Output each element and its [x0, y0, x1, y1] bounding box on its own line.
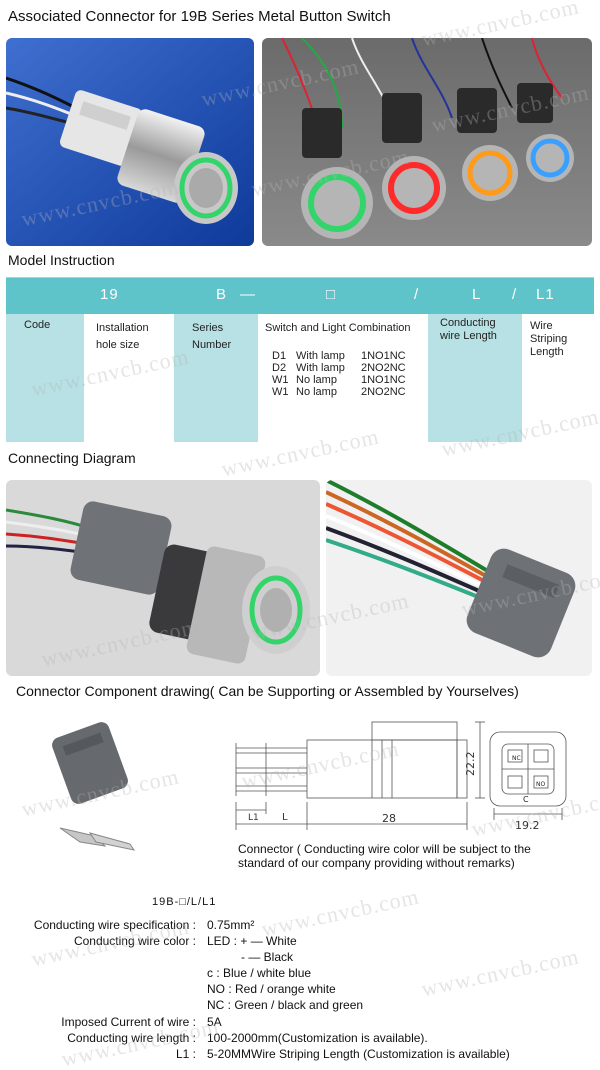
- model-part-slash1: /: [414, 286, 420, 303]
- model-part-b: B: [216, 286, 228, 303]
- nc-color: NC : Green / black and green: [207, 998, 364, 1012]
- opt-lamp-3: No lamp: [296, 386, 337, 398]
- c-color: c : Blue / white blue: [207, 966, 312, 980]
- current-label: Imposed Current of wire :: [61, 1015, 196, 1029]
- dim-222-label: 22.2: [464, 752, 477, 777]
- opt-contact-3: 2NO2NC: [361, 386, 406, 398]
- photo-four-lit-switches: [262, 38, 592, 246]
- photo-connector-assembly: [6, 480, 320, 676]
- color-label: Conducting wire color :: [73, 934, 196, 948]
- wire-striping-label: Wire Striping Length: [530, 320, 568, 358]
- watermark: www.cnvcb.com: [419, 943, 582, 1002]
- led-plus: LED : + — White: [207, 934, 297, 948]
- cell-code: Code: [6, 314, 84, 442]
- led-minus: - — Black: [241, 950, 294, 964]
- model-part-19: 19: [100, 286, 119, 303]
- conducting-label: Conducting wire Length: [440, 317, 497, 342]
- no-label: NO: [536, 781, 545, 788]
- page-title: Associated Connector for 19B Series Meta…: [8, 8, 391, 25]
- model-part-l1: L1: [536, 286, 555, 303]
- model-instruction-heading: Model Instruction: [8, 252, 115, 268]
- photo-connector-wires: [326, 480, 592, 676]
- opt-code-0: D1: [272, 350, 287, 362]
- connector-note: Connector ( Conducting wire color will b…: [238, 842, 531, 870]
- opt-lamp-0: With lamp: [296, 350, 345, 362]
- spec-value: 0.75mm²: [207, 918, 255, 932]
- model-part-box: □: [326, 286, 337, 303]
- cell-conducting: Conducting wire Length: [428, 314, 522, 442]
- opt-code-1: D2: [272, 362, 287, 374]
- cell-installation: Installation hole size: [84, 314, 174, 442]
- nc-label: NC: [512, 755, 521, 762]
- photo-connector-green: [6, 38, 254, 246]
- cell-switch-light: Switch and Light Combination D1 With lam…: [258, 314, 428, 442]
- opt-lamp-1: With lamp: [296, 362, 345, 374]
- technical-drawing: L1 L 28 22.2 19.2 NC NO C: [232, 718, 592, 836]
- model-part-slash2: /: [512, 286, 518, 303]
- installation-label: Installation hole size: [96, 322, 149, 351]
- opt-code-3: W1: [272, 386, 289, 398]
- dim-l1-label: L1: [248, 813, 259, 823]
- dim-l-label: L: [282, 812, 288, 823]
- length-value: 100-2000mm(Customization is available).: [207, 1031, 428, 1045]
- no-color: NO : Red / orange white: [207, 982, 336, 996]
- current-value: 5A: [207, 1015, 222, 1029]
- photo-connector-parts: [10, 718, 164, 872]
- cell-wire-striping: Wire Striping Length: [522, 314, 594, 442]
- component-drawing-heading: Connector Component drawing( Can be Supp…: [16, 683, 519, 699]
- spec-label: Conducting wire specification :: [33, 918, 196, 932]
- switch-light-label: Switch and Light Combination: [265, 322, 411, 334]
- c-label: C: [523, 795, 529, 804]
- l1-value: 5-20MMWire Striping Length (Customizatio…: [207, 1047, 510, 1061]
- opt-contact-0: 1NO1NC: [361, 350, 406, 362]
- model-part-dash: —: [240, 286, 256, 303]
- opt-code-2: W1: [272, 374, 289, 386]
- opt-contact-1: 2NO2NC: [361, 362, 406, 374]
- model-instruction-table: 19 B — □ / L / L1 Code Installation hole…: [6, 277, 594, 442]
- series-label: Series Number: [192, 322, 232, 351]
- cell-series: Series Number: [174, 314, 258, 442]
- opt-contact-2: 1NO1NC: [361, 374, 406, 386]
- model-code-row: 19 B — □ / L / L1: [6, 278, 594, 314]
- model-part-l: L: [472, 286, 482, 303]
- opt-lamp-2: No lamp: [296, 374, 337, 386]
- l1-label: L1 :: [175, 1047, 196, 1061]
- dim-28-label: 28: [382, 812, 396, 825]
- code-label: Code: [24, 319, 51, 331]
- dim-192-label: 19.2: [515, 819, 540, 832]
- connecting-diagram-heading: Connecting Diagram: [8, 450, 136, 466]
- model-code: 19B-□/L/L1: [152, 896, 217, 908]
- length-label: Conducting wire length :: [67, 1031, 196, 1045]
